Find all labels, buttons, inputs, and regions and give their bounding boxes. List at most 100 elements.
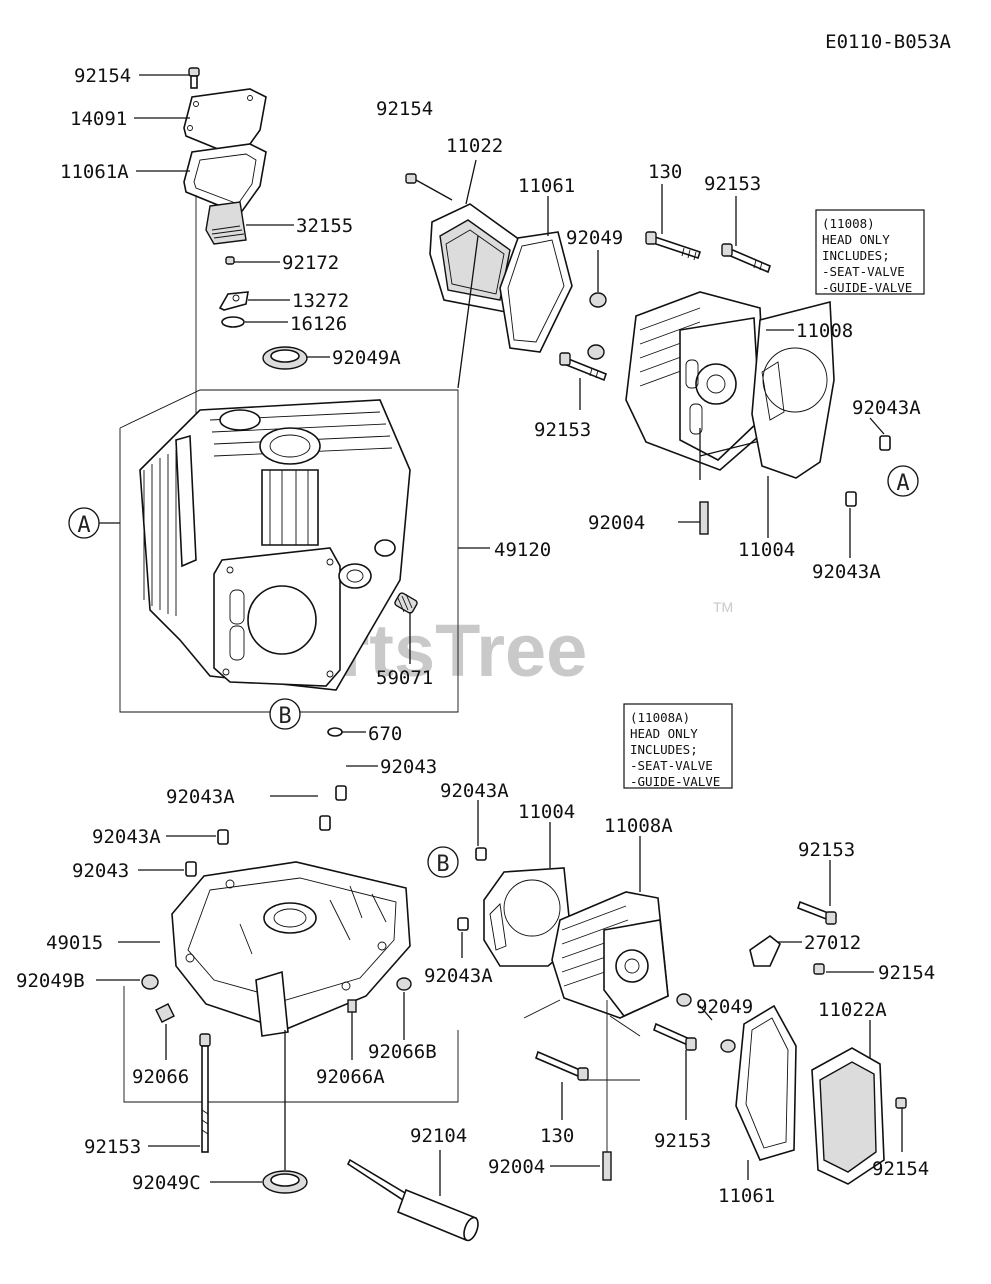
dowel-92043a-2 bbox=[845, 491, 857, 507]
dowel-92043a-6 bbox=[457, 917, 469, 931]
part-label: 92153 bbox=[84, 1136, 141, 1158]
part-label: 92153 bbox=[704, 173, 761, 195]
part-label: 92043A bbox=[92, 826, 161, 848]
callout-b-left: B bbox=[269, 698, 301, 730]
part-label: 92004 bbox=[588, 512, 645, 534]
part-label: 92049 bbox=[696, 996, 753, 1018]
svg-text:INCLUDES;: INCLUDES; bbox=[822, 248, 890, 263]
part-label: 92043A bbox=[166, 786, 235, 808]
head-bolts-top bbox=[559, 231, 771, 382]
plug-92066a bbox=[347, 999, 357, 1013]
oil-seal-92049a bbox=[262, 346, 308, 370]
part-label: 11008 bbox=[796, 320, 853, 342]
part-label: 27012 bbox=[804, 932, 861, 954]
bolt-92154-part bbox=[188, 67, 200, 89]
part-label: 130 bbox=[540, 1125, 574, 1147]
dowel-92043a-3 bbox=[319, 815, 331, 831]
reed-valve-16126 bbox=[221, 316, 245, 328]
note-box-11008a: (11008A) HEAD ONLY INCLUDES; -SEAT-VALVE… bbox=[623, 703, 733, 789]
part-label: 92154 bbox=[872, 1158, 929, 1180]
part-label: 11022 bbox=[446, 135, 503, 157]
part-label: 14091 bbox=[70, 108, 127, 130]
o-ring-670 bbox=[327, 727, 343, 737]
part-label: 11022A bbox=[818, 999, 887, 1021]
head-gasket-11004-top bbox=[751, 300, 835, 479]
svg-text:INCLUDES;: INCLUDES; bbox=[630, 742, 698, 757]
svg-text:-SEAT-VALVE: -SEAT-VALVE bbox=[630, 758, 713, 773]
breather-reed-32155 bbox=[205, 201, 247, 245]
svg-text:-GUIDE-VALVE: -GUIDE-VALVE bbox=[630, 774, 720, 789]
stud-92004-top bbox=[699, 501, 709, 535]
callout-b-right: B bbox=[427, 846, 459, 878]
svg-text:A: A bbox=[896, 471, 909, 496]
cylinder-block-49120 bbox=[119, 389, 459, 737]
plug-92066 bbox=[155, 1003, 175, 1023]
part-label: 49015 bbox=[46, 932, 103, 954]
part-label: 92004 bbox=[488, 1156, 545, 1178]
screw-92172 bbox=[225, 256, 235, 265]
part-label: 92154 bbox=[376, 98, 433, 120]
bracket-27012 bbox=[749, 935, 781, 967]
part-label: 59071 bbox=[376, 667, 433, 689]
part-label: 92153 bbox=[534, 419, 591, 441]
part-label: 16126 bbox=[290, 313, 347, 335]
dowel-92043-1 bbox=[335, 785, 347, 801]
svg-text:HEAD ONLY: HEAD ONLY bbox=[630, 726, 698, 741]
part-label: 130 bbox=[648, 161, 682, 183]
part-label: 92049B bbox=[16, 970, 85, 992]
gasket-11061a bbox=[183, 143, 267, 215]
part-label: 92043A bbox=[812, 561, 881, 583]
gasket-11061-top bbox=[499, 231, 573, 353]
part-label: 92172 bbox=[282, 252, 339, 274]
part-label: 13272 bbox=[292, 290, 349, 312]
part-label: 92043 bbox=[380, 756, 437, 778]
sealant-tube-92104 bbox=[346, 1158, 479, 1242]
plate-13272 bbox=[218, 291, 249, 311]
cylinder-head-11008 bbox=[625, 291, 767, 480]
svg-text:HEAD ONLY: HEAD ONLY bbox=[822, 232, 890, 247]
svg-text:B: B bbox=[278, 704, 291, 729]
dowel-92043a-1 bbox=[879, 435, 891, 451]
stud-92004-bottom bbox=[602, 1151, 612, 1181]
svg-text:(11008): (11008) bbox=[822, 216, 875, 231]
part-label: 92043A bbox=[424, 965, 493, 987]
leader-lines bbox=[96, 74, 903, 1196]
cover-plate-14091 bbox=[183, 88, 267, 159]
plug-92066b bbox=[396, 977, 412, 991]
part-label: 49120 bbox=[494, 539, 551, 561]
callout-a-right: A bbox=[887, 465, 919, 497]
svg-text:B: B bbox=[436, 852, 449, 877]
part-label: 11061A bbox=[60, 161, 129, 183]
part-label: 670 bbox=[368, 723, 402, 745]
part-label: 11004 bbox=[738, 539, 795, 561]
part-label: 11061 bbox=[518, 175, 575, 197]
part-label: 92154 bbox=[74, 65, 131, 87]
dowel-92043a-4 bbox=[217, 829, 229, 845]
part-label: 92043A bbox=[440, 780, 509, 802]
dowel-92043-2 bbox=[185, 861, 197, 877]
part-label: 92153 bbox=[654, 1130, 711, 1152]
svg-text:(11008A): (11008A) bbox=[630, 710, 690, 725]
part-label: 11008A bbox=[604, 815, 673, 837]
part-label: 92049A bbox=[332, 347, 401, 369]
svg-text:-GUIDE-VALVE: -GUIDE-VALVE bbox=[822, 280, 912, 295]
part-label: 92043A bbox=[852, 397, 921, 419]
part-label: 92066B bbox=[368, 1041, 437, 1063]
part-label: 11061 bbox=[718, 1185, 775, 1207]
part-label: 92049C bbox=[132, 1172, 201, 1194]
seal-92049b bbox=[141, 974, 159, 990]
note-box-11008: (11008) HEAD ONLY INCLUDES; -SEAT-VALVE … bbox=[815, 209, 925, 295]
part-label: 92049 bbox=[566, 227, 623, 249]
cylinder-head-group-11008a bbox=[457, 847, 907, 1185]
diagram-code: E0110-B053A bbox=[825, 31, 951, 53]
svg-text:A: A bbox=[77, 513, 90, 538]
part-label: 92104 bbox=[410, 1125, 467, 1147]
callout-a-left: A bbox=[68, 507, 120, 539]
plug-59071-part bbox=[394, 592, 418, 614]
breather-stack bbox=[183, 67, 308, 440]
watermark-trademark: TM bbox=[713, 599, 733, 615]
part-label: 92066 bbox=[132, 1066, 189, 1088]
part-label: 92043 bbox=[72, 860, 129, 882]
